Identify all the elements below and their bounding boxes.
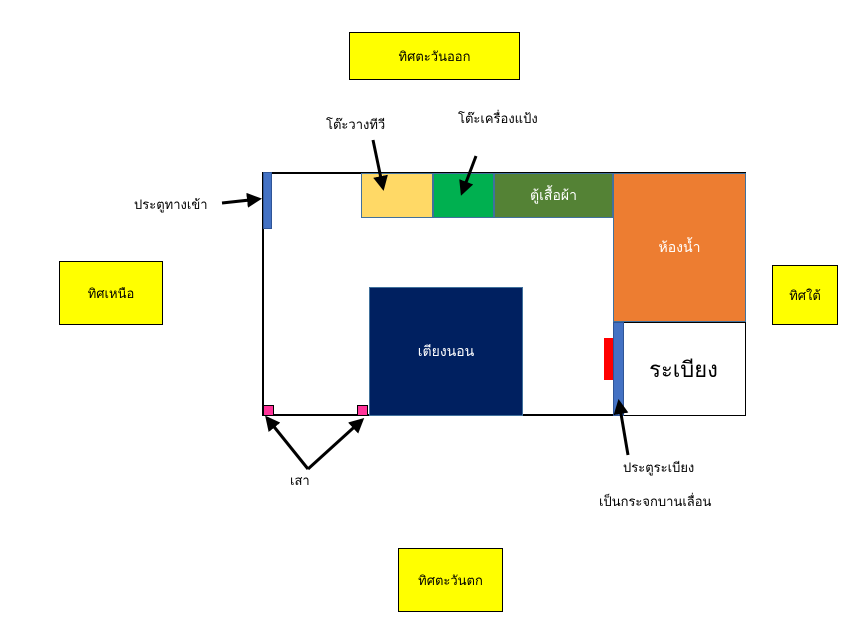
wardrobe: ตู้เสื้อผ้า: [494, 173, 613, 218]
pillar-left: [263, 405, 274, 416]
tv-table: [361, 173, 433, 218]
direction-west-label: ทิศตะวันตก: [418, 573, 483, 589]
balcony-door-label-line1: ประตูระเบียง: [623, 461, 695, 476]
pillar-arrow-left: [265, 415, 310, 470]
bed-label: เตียงนอน: [417, 343, 475, 360]
tv-table-label: โต๊ะวางทีวี: [326, 118, 386, 133]
dressing-table-label: โต๊ะเครื่องแป้ง: [458, 112, 538, 127]
balcony: ระเบียง: [613, 322, 746, 416]
entrance-door: [263, 172, 272, 229]
pillar-right: [357, 405, 368, 416]
bed: เตียงนอน: [369, 287, 523, 416]
wardrobe-label: ตู้เสื้อผ้า: [530, 187, 577, 204]
balcony-door-label-line2: เป็นกระจกบานเลื่อน: [599, 495, 712, 510]
balcony-door-arrow: [613, 399, 630, 456]
direction-north-label: ทิศเหนือ: [87, 286, 135, 302]
entrance-door-label: ประตูทางเข้า: [134, 198, 208, 213]
direction-south-label: ทิศใต้: [789, 288, 821, 304]
tv-table-arrow: [371, 139, 388, 191]
bathroom: ห้องน้ำ: [613, 173, 746, 322]
balcony-label: ระเบียง: [649, 357, 718, 383]
direction-east: ทิศตะวันออก: [349, 32, 520, 80]
direction-west: ทิศตะวันตก: [398, 548, 503, 612]
direction-east-label: ทิศตะวันออก: [398, 49, 471, 65]
pillar-arrow-right: [306, 417, 365, 471]
entrance-door-arrow: [221, 192, 262, 208]
dressing-table-arrow: [459, 155, 478, 196]
balcony-door: [613, 322, 624, 416]
balcony-door-marker: [604, 338, 613, 380]
bathroom-label: ห้องน้ำ: [658, 239, 701, 256]
direction-south: ทิศใต้: [772, 265, 838, 325]
direction-north: ทิศเหนือ: [59, 261, 163, 325]
pillar-label: เสา: [290, 474, 310, 489]
